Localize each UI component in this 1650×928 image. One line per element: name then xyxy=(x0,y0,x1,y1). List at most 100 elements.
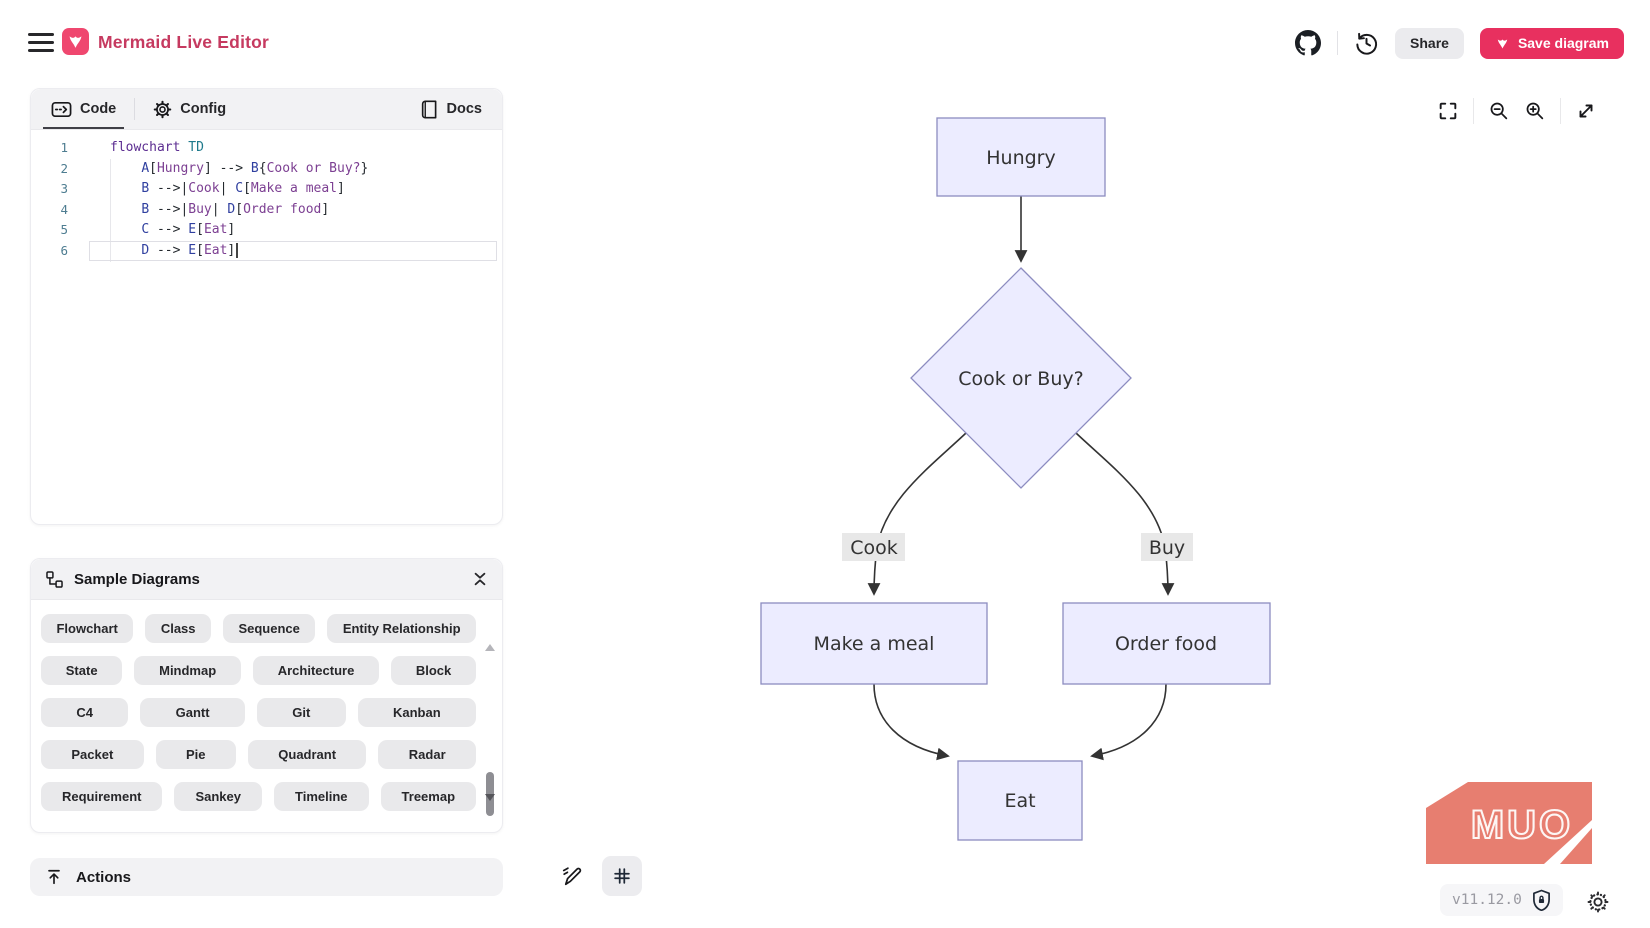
indent-guide xyxy=(110,159,111,262)
sample-entity-relationship-button[interactable]: Entity Relationship xyxy=(327,614,477,643)
code-editor-panel: Code Config xyxy=(30,88,503,525)
sample-diagrams-body: Flowchart Class Sequence Entity Relation… xyxy=(31,600,502,816)
zoom-out-button[interactable] xyxy=(1488,100,1510,122)
sample-treemap-button[interactable]: Treemap xyxy=(380,782,477,811)
line-number: 2 xyxy=(60,160,68,176)
mermaid-tail-icon xyxy=(1497,38,1508,48)
tab-code[interactable]: Code xyxy=(35,89,132,129)
version-badge: v11.12.0 xyxy=(1440,884,1563,916)
edge-decision-cook xyxy=(867,432,967,596)
edit-mode-button[interactable] xyxy=(552,856,592,896)
node-eat-label: Eat xyxy=(1004,790,1035,812)
edge-label-cook: Cook xyxy=(850,537,898,559)
line-number: 5 xyxy=(60,222,68,237)
sample-state-button[interactable]: State xyxy=(41,656,123,685)
tab-docs[interactable]: Docs xyxy=(405,89,498,129)
node-hungry-label: Hungry xyxy=(986,147,1056,169)
sample-sequence-button[interactable]: Sequence xyxy=(222,614,316,643)
code-tab-icon xyxy=(51,101,72,117)
upload-icon xyxy=(48,869,60,885)
sample-timeline-button[interactable]: Timeline xyxy=(274,782,369,811)
node-order-food-label: Order food xyxy=(1115,633,1217,655)
header-divider xyxy=(1337,31,1339,55)
share-button[interactable]: Share xyxy=(1395,27,1464,59)
node-hungry xyxy=(936,117,1106,197)
line-number: 1 xyxy=(60,140,68,155)
edge-order-eat xyxy=(1090,683,1167,761)
version-number: v11.12.0 xyxy=(1452,892,1522,908)
zoom-in-button[interactable] xyxy=(1524,100,1546,122)
sample-diagrams-panel: Sample Diagrams Flowchart Class Sequence… xyxy=(30,558,503,833)
sample-flowchart-button[interactable]: Flowchart xyxy=(41,614,134,643)
sample-sankey-button[interactable]: Sankey xyxy=(174,782,263,811)
edge-meal-eat xyxy=(873,683,950,761)
sample-requirement-button[interactable]: Requirement xyxy=(41,782,163,811)
save-label: Save diagram xyxy=(1517,35,1609,51)
sample-architecture-button[interactable]: Architecture xyxy=(252,656,380,685)
sample-diagrams-title: Sample Diagrams xyxy=(74,570,200,588)
line-number: 6 xyxy=(60,242,68,258)
sample-c4-button[interactable]: C4 xyxy=(41,698,129,727)
sample-block-button[interactable]: Block xyxy=(391,656,477,685)
security-shield-icon[interactable] xyxy=(1532,889,1551,911)
github-icon[interactable] xyxy=(1295,30,1322,56)
actions-label: Actions xyxy=(76,868,132,886)
sample-gantt-button[interactable]: Gantt xyxy=(140,698,245,727)
code-line[interactable]: 3 B -->|Cook| C[Make a meal] xyxy=(31,179,502,200)
text-cursor xyxy=(236,242,238,258)
edge-decision-buy xyxy=(1075,432,1175,596)
resize-button[interactable] xyxy=(1575,100,1597,122)
mermaid-logo[interactable] xyxy=(62,28,89,55)
sample-git-button[interactable]: Git xyxy=(256,698,346,727)
node-make-a-meal xyxy=(760,602,988,685)
sample-packet-button[interactable]: Packet xyxy=(41,740,144,769)
theme-toggle-sun-icon[interactable] xyxy=(1586,890,1610,914)
editor-tabbar: Code Config xyxy=(31,89,502,130)
fullscreen-button[interactable] xyxy=(1437,100,1459,122)
history-icon[interactable] xyxy=(1354,31,1379,56)
edge-label-cook-bg xyxy=(842,533,905,561)
save-diagram-button[interactable]: Save diagram xyxy=(1479,27,1624,59)
code-line[interactable]: 1 flowchart TD xyxy=(31,138,502,159)
gear-icon xyxy=(153,100,172,118)
diagram-icon xyxy=(46,570,63,588)
node-decision xyxy=(910,267,1132,489)
line-number: 4 xyxy=(60,201,68,217)
code-line[interactable]: 4 B -->|Buy| D[Order food] xyxy=(31,200,502,221)
sample-kanban-button[interactable]: Kanban xyxy=(357,698,476,727)
node-order-food xyxy=(1062,602,1271,685)
node-make-a-meal-label: Make a meal xyxy=(814,633,935,655)
node-eat xyxy=(957,760,1083,841)
page-title: Mermaid Live Editor xyxy=(98,32,270,52)
toolbar-divider xyxy=(1560,98,1561,124)
sample-quadrant-button[interactable]: Quadrant xyxy=(247,740,367,769)
tab-docs-label: Docs xyxy=(446,101,482,117)
code-editor[interactable]: 1 flowchart TD 2 A[Hungry] --> B{Cook or… xyxy=(31,130,502,524)
book-icon xyxy=(421,99,436,119)
scroll-up-arrow[interactable] xyxy=(485,644,495,651)
code-line-current[interactable]: 6 D --> E[Eat] xyxy=(31,240,502,262)
flowchart-diagram: Hungry Cook or Buy? Cook Buy Make a meal… xyxy=(760,117,1271,841)
sample-class-button[interactable]: Class xyxy=(145,614,211,643)
share-label: Share xyxy=(1410,35,1449,51)
menu-icon[interactable] xyxy=(28,29,54,55)
actions-bar[interactable]: Actions xyxy=(30,858,503,896)
tab-config[interactable]: Config xyxy=(137,89,242,129)
toolbar-divider xyxy=(1473,98,1474,124)
node-decision-label: Cook or Buy? xyxy=(958,368,1083,390)
toggle-grid-button[interactable] xyxy=(602,856,642,896)
scrollbar[interactable] xyxy=(485,644,495,816)
code-line[interactable]: 5 C --> E[Eat] xyxy=(31,220,502,241)
mermaid-tail-icon xyxy=(69,36,82,48)
sample-pie-button[interactable]: Pie xyxy=(155,740,236,769)
code-line[interactable]: 2 A[Hungry] --> B{Cook or Buy?} xyxy=(31,159,502,180)
sample-radar-button[interactable]: Radar xyxy=(378,740,477,769)
sample-mindmap-button[interactable]: Mindmap xyxy=(134,656,241,685)
scroll-down-arrow[interactable] xyxy=(485,794,495,801)
muo-watermark: MUO xyxy=(1426,782,1592,864)
tab-divider xyxy=(134,98,136,120)
edge-label-buy-bg xyxy=(1141,533,1193,561)
collapse-icon[interactable] xyxy=(472,570,488,588)
tab-config-label: Config xyxy=(180,101,227,117)
